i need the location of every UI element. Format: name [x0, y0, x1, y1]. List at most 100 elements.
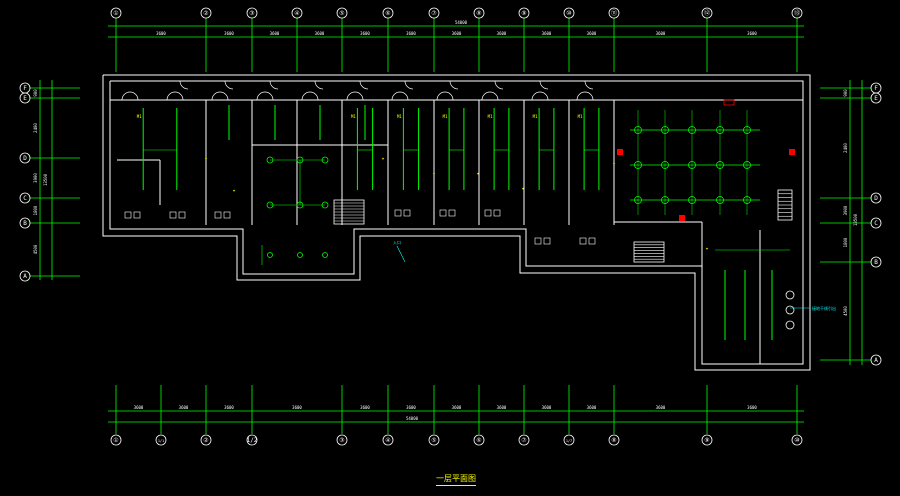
axis-bubble-left: [19, 92, 31, 104]
dimension-top: 3600: [656, 31, 666, 36]
toilet-fixture: [394, 209, 402, 217]
door-swing: [256, 91, 266, 101]
axis-label-right: A: [874, 357, 878, 364]
distribution-panel: [679, 215, 685, 221]
toilet-fixture: [403, 209, 411, 217]
dimension-left: 4500: [33, 244, 38, 254]
axis-label-right: F: [874, 85, 878, 92]
room-tag: M1: [137, 114, 142, 119]
dimension-bottom: 3600: [542, 405, 552, 410]
dimension-bottom: 3600: [497, 405, 507, 410]
room-tag: M1: [578, 114, 583, 119]
dimension-bottom: 3600: [656, 405, 666, 410]
axis-bubble-bottom: [336, 434, 348, 446]
dimension-top-total: 54000: [455, 20, 468, 25]
dimension-top: 3600: [497, 31, 507, 36]
distribution-panel: [617, 149, 623, 155]
entrance-label: 入口: [393, 240, 401, 245]
door-swing: [444, 91, 454, 101]
dimension-bottom: 3600: [224, 405, 234, 410]
axis-label-bottom: ②: [203, 437, 208, 444]
axis-label-top: ⑩: [566, 10, 571, 17]
door-swing: [391, 91, 401, 101]
axis-bubble-bottom: [563, 434, 575, 446]
toilet-fixture: [439, 209, 447, 217]
switch-symbol: ✦: [476, 171, 479, 177]
axis-label-right: E: [874, 95, 878, 102]
door-swing: [211, 91, 221, 101]
axis-bubble-left: [19, 270, 31, 282]
drawing-title: 一层平面图: [436, 473, 476, 486]
switch-symbol: ✦: [612, 161, 615, 167]
ceiling-light: [267, 252, 273, 258]
door-swing: [174, 91, 184, 101]
panel-box: [723, 99, 735, 106]
door-swing: [264, 91, 274, 101]
axis-bubble-bottom: [428, 434, 440, 446]
dimension-right-total: 13500: [853, 213, 858, 226]
dimension-top: 3600: [360, 31, 370, 36]
axis-bubble-bottom: [608, 434, 620, 446]
door-swing: [404, 80, 414, 90]
toilet-fixture: [178, 211, 186, 219]
axis-bubble-bottom: [518, 434, 530, 446]
entrance-leader: [396, 245, 406, 263]
equipment-symbol: [785, 290, 795, 300]
door-swing: [399, 91, 409, 101]
axis-label-left: A: [23, 273, 27, 280]
axis-label-left: E: [23, 95, 27, 102]
dimension-bottom-total: 54000: [406, 416, 419, 421]
door-swing: [531, 91, 541, 101]
switch-symbol: ✦: [432, 171, 435, 177]
toilet-fixture: [493, 209, 501, 217]
axis-label-bottom: ③: [339, 437, 344, 444]
room-tag: M1: [488, 114, 493, 119]
axis-bubble-bottom: [701, 434, 713, 446]
axis-bubble-bottom: [110, 434, 122, 446]
room-tag: M1: [533, 114, 538, 119]
axis-label-bottom: ①: [113, 437, 118, 444]
dimension-top: 3600: [224, 31, 234, 36]
axis-label-top: ⑧: [476, 10, 481, 17]
door-swing: [121, 91, 131, 101]
dimension-top: 3600: [270, 31, 280, 36]
axis-label-left: B: [23, 220, 27, 227]
axis-bubble-right: [870, 92, 882, 104]
callout-text: 接地干线引出: [812, 305, 836, 311]
dimension-right: 4500: [843, 306, 848, 316]
dimension-left: 900: [33, 89, 38, 97]
dimension-bottom: 3600: [179, 405, 189, 410]
axis-bubble-top: [791, 7, 803, 19]
door-swing: [219, 91, 229, 101]
axis-bubble-bottom: [791, 434, 803, 446]
axis-bubble-left: [19, 192, 31, 204]
axis-label-left: C: [23, 195, 27, 202]
dimension-top: 3600: [542, 31, 552, 36]
axis-bubble-top: [701, 7, 713, 19]
door-swing: [179, 80, 189, 90]
door-swing: [359, 80, 369, 90]
axis-bubble-bottom: [155, 434, 167, 446]
dimension-right: 2400: [843, 143, 848, 153]
switch-symbol: ✦: [705, 246, 708, 252]
axis-label-top: ②: [203, 10, 208, 17]
axis-bubble-bottom: [473, 434, 485, 446]
distribution-panel: [789, 149, 795, 155]
switch-symbol: ✦: [204, 156, 207, 162]
door-swing: [346, 91, 356, 101]
axis-label-right: C: [874, 220, 878, 227]
ceiling-light: [297, 252, 303, 258]
toilet-fixture: [543, 237, 551, 245]
axis-label-top: ⑫: [704, 9, 710, 17]
dimension-top: 3600: [315, 31, 325, 36]
dimension-top: 3600: [156, 31, 166, 36]
axis-label-bottom: ⑩: [794, 437, 799, 444]
axis-label-top: ⑬: [794, 9, 800, 17]
axis-label-bottom: ⑦: [521, 437, 526, 444]
axis-bubble-top: [291, 7, 303, 19]
axis-bubble-top: [246, 7, 258, 19]
axis-label-bottom: ④: [385, 437, 390, 444]
dimension-bottom: 3600: [452, 405, 462, 410]
